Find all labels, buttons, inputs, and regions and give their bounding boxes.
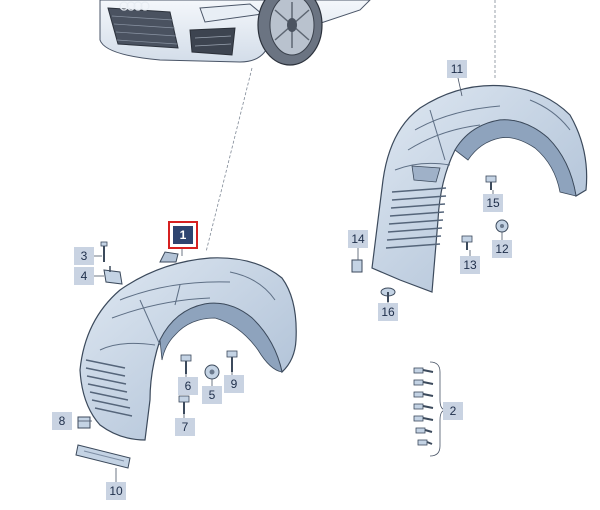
clip-4 (103, 266, 123, 285)
wheel-liner-front (79, 251, 297, 441)
callout-16: 16 (378, 303, 398, 321)
screw-7 (178, 395, 190, 414)
wheel-liner-rear (371, 84, 588, 293)
leader-lines (78, 77, 503, 482)
callout-15: 15 (483, 194, 503, 212)
bolt-3 (100, 241, 108, 262)
callout-11: 11 (447, 60, 467, 78)
nut-5 (204, 364, 220, 380)
push-rivet-16 (380, 287, 396, 302)
nut-12 (495, 219, 509, 233)
trim-strip (75, 444, 131, 469)
car-front-illustration (99, 0, 371, 66)
callout-13: 13 (460, 256, 480, 274)
callout-6: 6 (178, 377, 198, 395)
reference-lines (205, 0, 496, 253)
clip-14 (351, 259, 363, 273)
screw-6 (180, 354, 192, 374)
clip-8 (77, 416, 91, 429)
screw-9 (226, 350, 238, 372)
screw-13 (461, 235, 473, 250)
callout-7: 7 (175, 418, 195, 436)
callout-4: 4 (74, 267, 94, 285)
callout-9: 9 (224, 375, 244, 393)
callout-10: 10 (106, 482, 126, 500)
callout-5: 5 (202, 386, 222, 404)
callout-14: 14 (348, 230, 368, 248)
callout-3: 3 (74, 247, 94, 265)
callout-12: 12 (492, 240, 512, 258)
callout-2: 2 (443, 402, 463, 420)
callout-1: 1 (168, 221, 198, 249)
callout-8: 8 (52, 412, 72, 430)
screw-assortment-2 (413, 367, 434, 446)
screw-15 (485, 175, 497, 190)
